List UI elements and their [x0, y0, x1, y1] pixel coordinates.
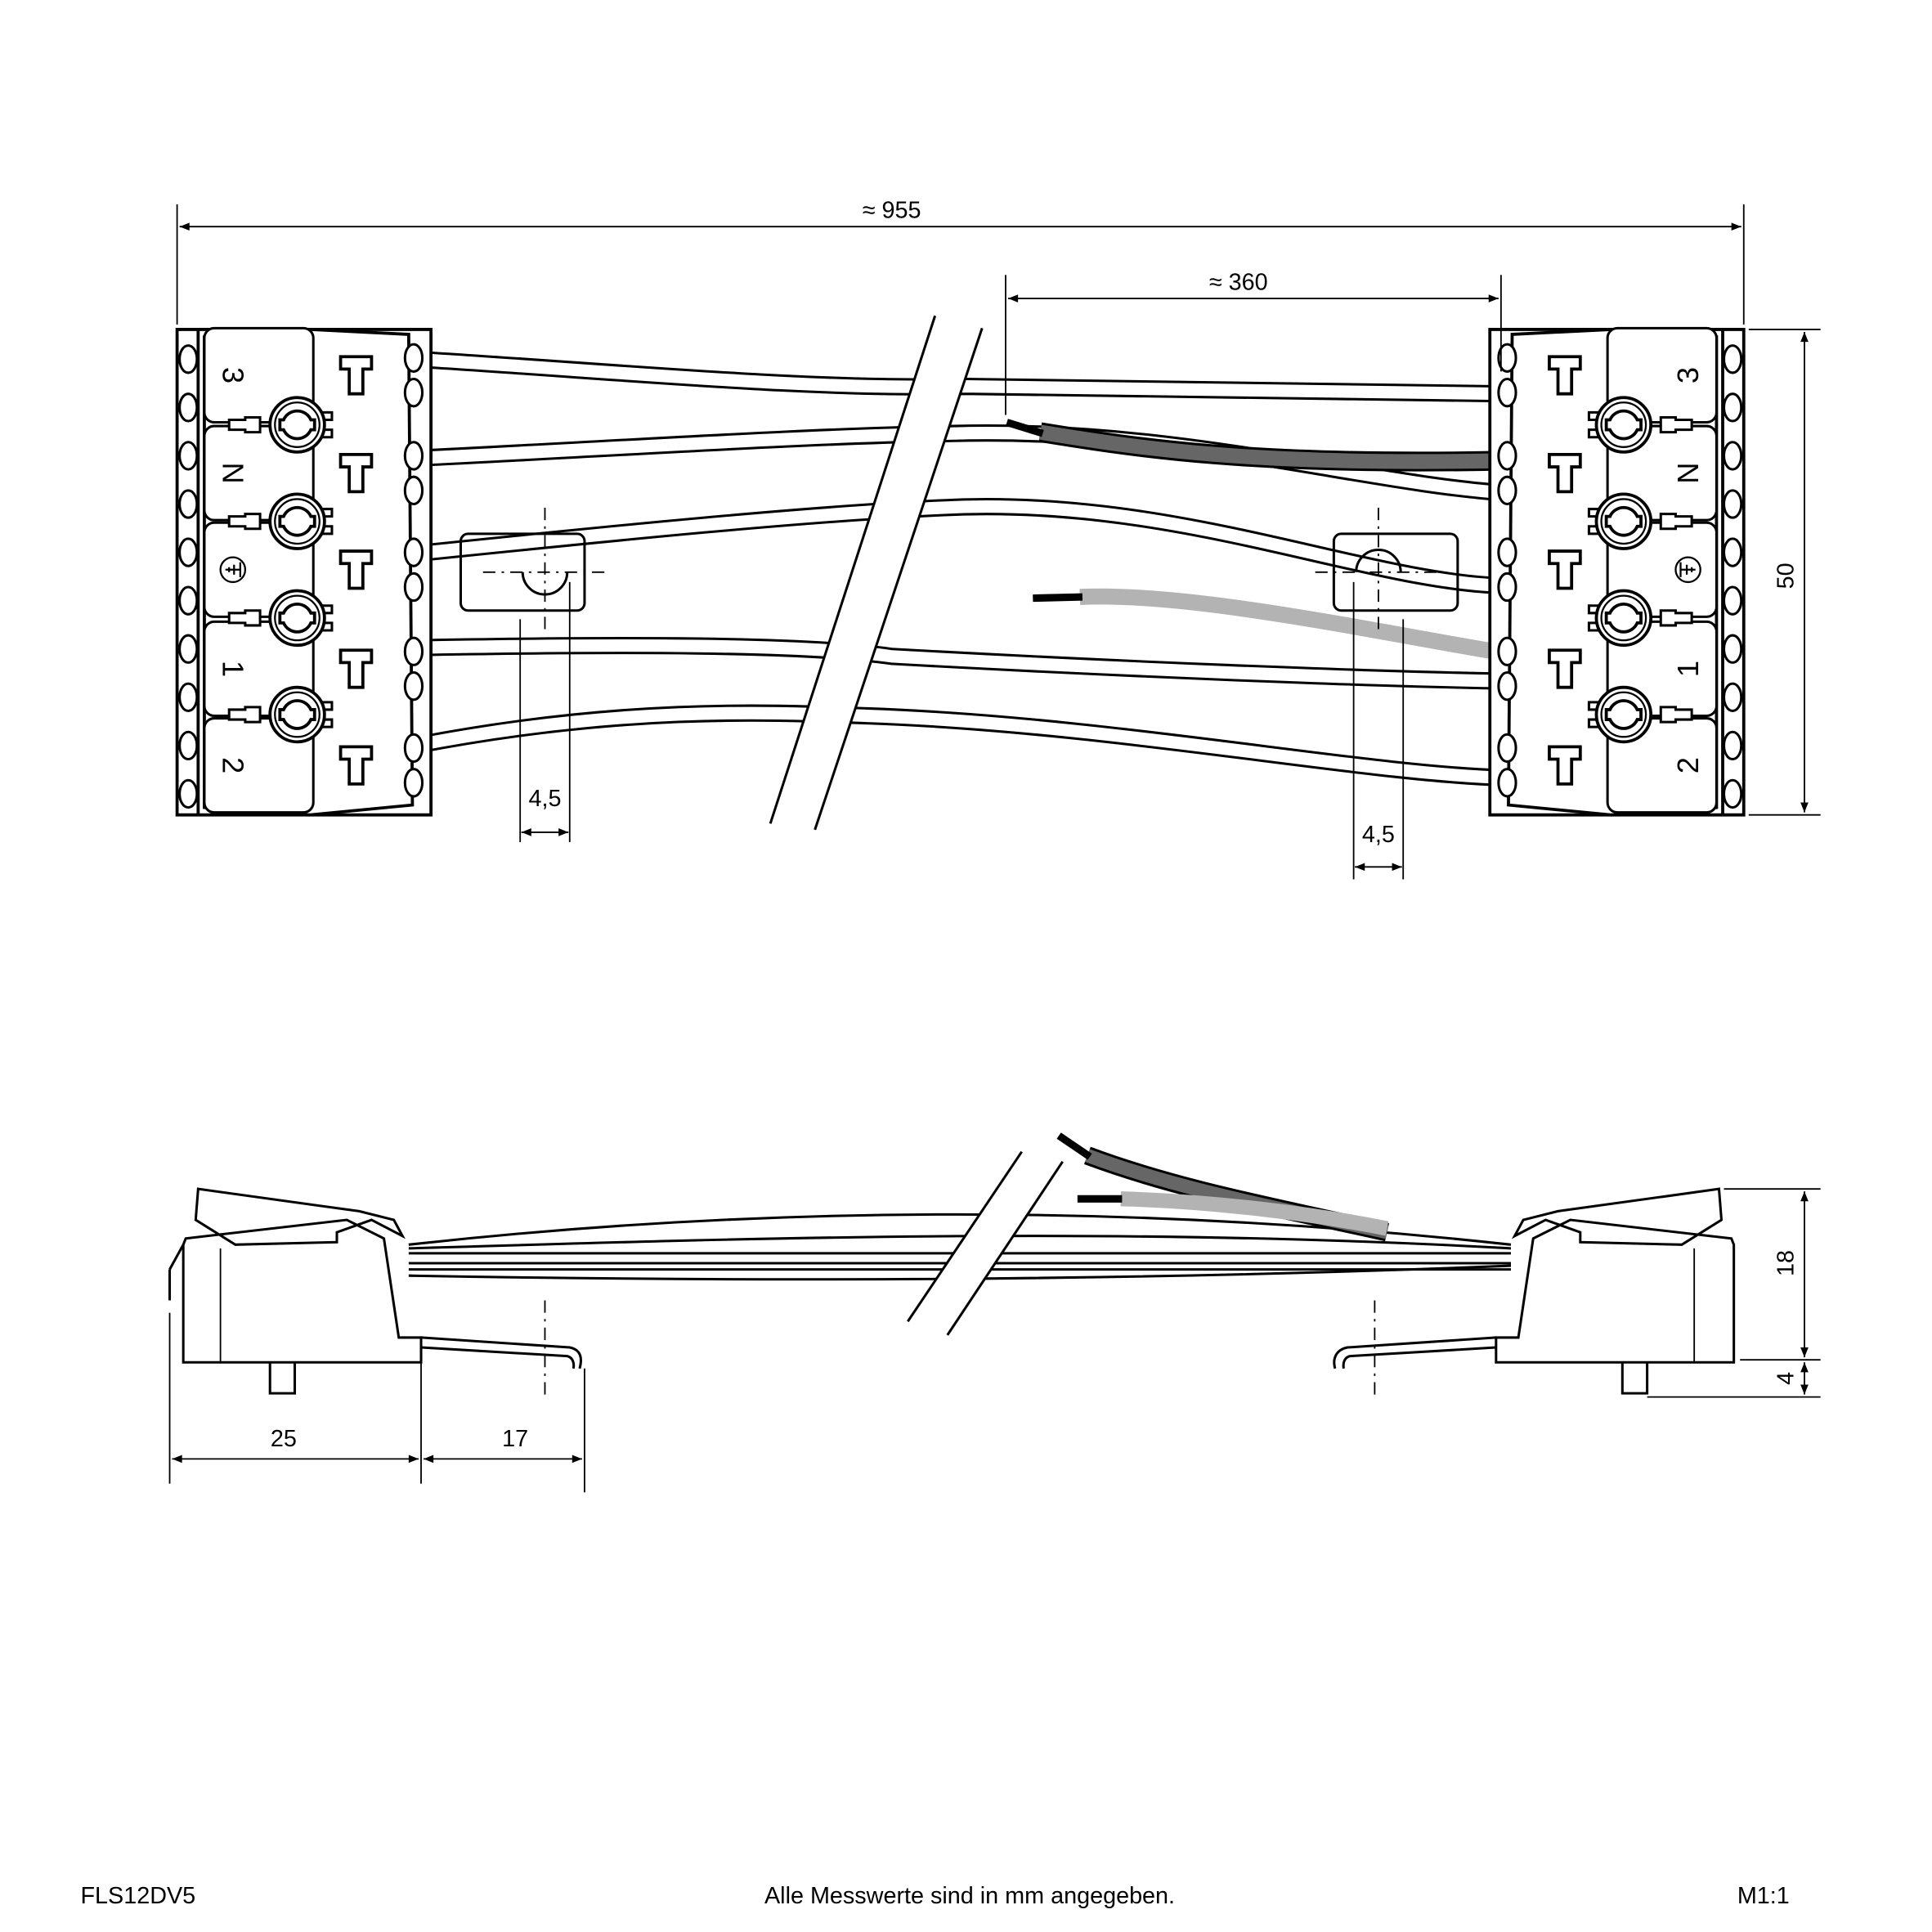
wire: [414, 497, 1505, 595]
connector-right-side: [1333, 1187, 1736, 1400]
dimension-clamp-left: 4,5: [519, 581, 571, 843]
release-button-icon: [227, 492, 334, 550]
dimension-height-18: 18 4: [1647, 1188, 1821, 1398]
bead: [178, 489, 199, 519]
push-slot-icon: [338, 549, 374, 590]
release-button-icon: [227, 685, 334, 744]
dim-label-18: 18: [1773, 1250, 1799, 1276]
dimension-spring-17: 17: [424, 1368, 585, 1493]
side-break-line: [907, 1150, 1023, 1323]
dim-label-4: 4: [1773, 1372, 1799, 1385]
bead: [178, 778, 199, 809]
bead: [178, 730, 199, 761]
release-button-icon: [1587, 396, 1693, 454]
terminal-label: 3: [1671, 367, 1705, 383]
break-line: [769, 315, 937, 824]
bead: [1723, 392, 1743, 423]
connector-right-top: 3N 1 2: [1488, 326, 1746, 817]
terminal-label: N: [216, 463, 249, 484]
bead: [1723, 634, 1743, 664]
dimension-branch-length: ≈ 360: [1005, 269, 1502, 415]
bead: [178, 344, 199, 374]
dim-label-360: ≈ 360: [1209, 269, 1268, 295]
side-branch-wire-light: [1077, 1191, 1389, 1236]
terminal-label: 2: [1671, 757, 1705, 773]
terminal-label: 1: [216, 661, 249, 677]
push-slot-icon: [338, 453, 374, 494]
bead: [178, 537, 199, 567]
push-slot-icon: [338, 355, 374, 396]
push-slot-icon: [1548, 355, 1582, 396]
push-slot-icon: [1548, 648, 1582, 689]
dim-label-955: ≈ 955: [863, 198, 921, 224]
dimension-total-length: ≈ 955: [176, 198, 1745, 325]
scale-label: M1:1: [1737, 1883, 1790, 1909]
bead: [178, 682, 199, 712]
product-code: FLS12DV5: [80, 1883, 195, 1909]
push-slot-icon: [338, 648, 374, 689]
earth-icon: [219, 556, 247, 584]
release-button-icon: [1587, 492, 1693, 550]
bead: [1723, 778, 1743, 809]
break-line: [814, 327, 984, 831]
push-slot-icon: [1548, 745, 1582, 786]
push-slot-icon: [1548, 453, 1582, 494]
release-button-icon: [227, 396, 334, 454]
bead: [1723, 441, 1743, 471]
release-button-icon: [227, 589, 334, 648]
wire: [413, 704, 1505, 787]
side-break-gap: [908, 1151, 1063, 1335]
bead: [178, 634, 199, 664]
terminal-label: 3: [216, 367, 249, 383]
terminal-label: N: [1671, 463, 1705, 484]
dim-label-50: 50: [1773, 563, 1799, 589]
bead: [1723, 344, 1743, 374]
dimension-body-25: 25: [168, 1312, 422, 1484]
connector-left-top: 3N 1 2: [175, 326, 433, 817]
cable-wires: [413, 350, 1506, 787]
dim-label-17: 17: [502, 1426, 528, 1452]
connector-left-side: [168, 1187, 582, 1400]
release-button-icon: [1587, 685, 1693, 744]
push-slot-icon: [338, 745, 374, 786]
bead: [1723, 585, 1743, 616]
dim-label-4-5-right: 4,5: [1362, 822, 1395, 848]
earth-icon: [1674, 556, 1701, 584]
release-button-icon: [1587, 589, 1693, 648]
wire: [414, 424, 1506, 502]
cable-clamp-left: [459, 508, 607, 632]
bead: [178, 585, 199, 616]
wire: [415, 636, 1505, 690]
bead: [1723, 682, 1743, 712]
branch-wire-light: [1033, 588, 1503, 661]
side-break-line: [946, 1160, 1064, 1336]
bead: [178, 441, 199, 471]
bead: [1723, 537, 1743, 567]
branch-wire-dark: [1006, 419, 1502, 472]
break-gap: [770, 316, 983, 830]
dim-label-25: 25: [271, 1426, 297, 1452]
bead: [1723, 489, 1743, 519]
bead: [1723, 730, 1743, 761]
cable-clamp-right: [1315, 508, 1459, 632]
push-slot-icon: [1548, 549, 1582, 590]
dim-label-4-5-left: 4,5: [528, 786, 561, 812]
bead: [178, 392, 199, 423]
dimension-height-50: 50: [1748, 329, 1821, 816]
dimension-clamp-right: 4,5: [1352, 581, 1405, 880]
terminal-label: 1: [1671, 661, 1705, 677]
terminal-label: 2: [216, 757, 249, 773]
measurement-note: Alle Messwerte sind in mm angegeben.: [764, 1883, 1175, 1909]
